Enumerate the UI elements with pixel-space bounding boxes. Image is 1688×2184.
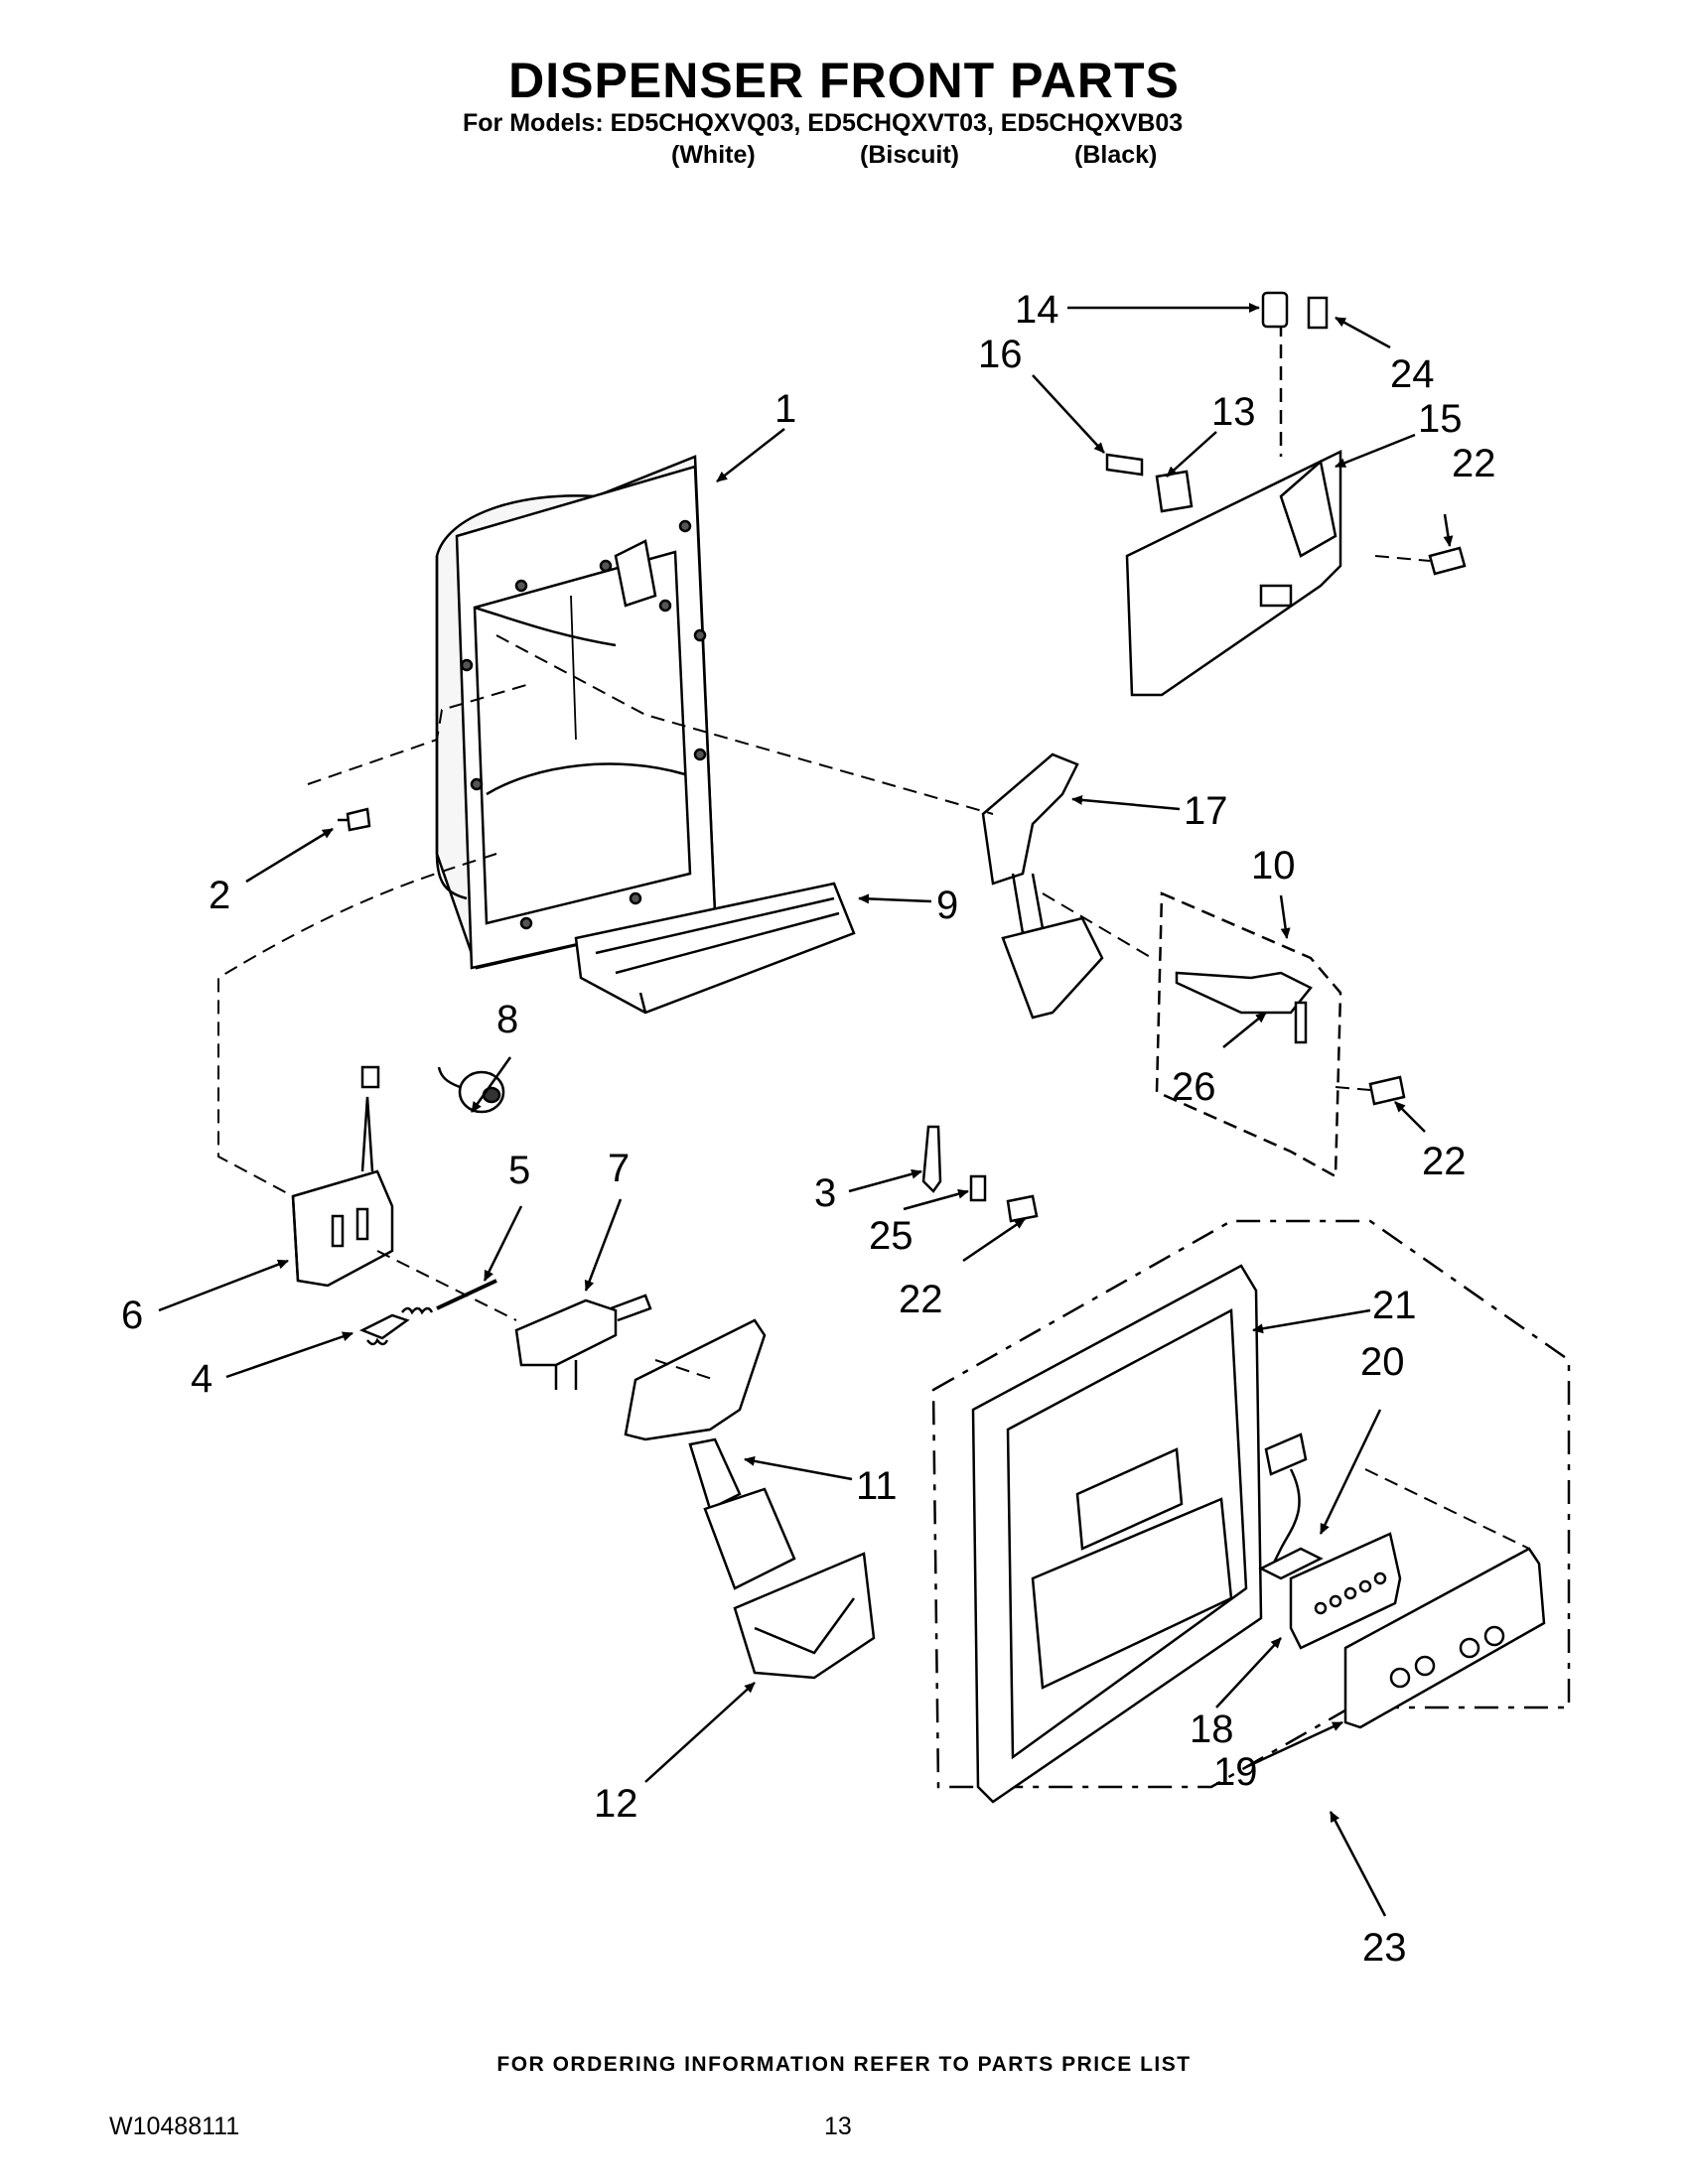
color-black: (Black): [1074, 141, 1158, 169]
part-12-funnel: [733, 1552, 876, 1680]
callout-20: 20: [1360, 1340, 1405, 1384]
part-10-switch-group: [1155, 891, 1342, 1179]
callout-22-right: 22: [1422, 1140, 1467, 1183]
callout-25: 25: [869, 1214, 914, 1258]
part-20-harness: [1258, 1433, 1324, 1580]
part-9-drip-tray: [574, 882, 856, 1015]
callout-24: 24: [1390, 352, 1435, 396]
part-6-module: [291, 1065, 394, 1288]
part-14-switch: [1261, 291, 1289, 329]
callout-18: 18: [1190, 1707, 1234, 1751]
part-22-screw-middle: [1006, 1194, 1039, 1223]
page-title: DISPENSER FRONT PARTS: [508, 53, 1180, 108]
callout-23: 23: [1362, 1926, 1407, 1970]
callout-2: 2: [209, 874, 230, 917]
color-white: (White): [671, 141, 756, 169]
part-18-board: [1289, 1532, 1402, 1650]
part-2-screw: [338, 807, 371, 832]
callout-15: 15: [1418, 397, 1463, 441]
callout-6: 6: [121, 1294, 143, 1337]
part-13-socket: [1155, 470, 1194, 513]
callout-1: 1: [774, 387, 796, 431]
callout-11: 11: [856, 1464, 898, 1508]
callout-7: 7: [608, 1147, 630, 1190]
callout-8: 8: [496, 998, 518, 1041]
callout-22-upper: 22: [1452, 442, 1496, 485]
part-8-ball: [437, 1066, 505, 1114]
models-line: For Models: ED5CHQXVQ03, ED5CHQXVT03, ED…: [463, 109, 1184, 137]
part-11-lever: [624, 1318, 796, 1590]
page-number: 13: [824, 2113, 852, 2140]
part-7-bracket: [514, 1294, 652, 1390]
callout-3: 3: [814, 1171, 836, 1215]
callout-14: 14: [1015, 288, 1059, 332]
part-3-clip: [921, 1125, 942, 1193]
callout-10: 10: [1251, 844, 1296, 887]
part-16-lamp: [1105, 453, 1144, 477]
callout-5: 5: [508, 1149, 530, 1192]
part-22-screw-right: [1368, 1075, 1406, 1106]
callout-17: 17: [1184, 789, 1228, 833]
callout-22-middle: 22: [899, 1278, 943, 1321]
callout-21: 21: [1372, 1284, 1417, 1327]
callout-16: 16: [978, 333, 1023, 376]
callout-4: 4: [191, 1357, 212, 1401]
callout-19: 19: [1213, 1750, 1258, 1794]
callout-26: 26: [1172, 1065, 1216, 1109]
part-22-screw-upper: [1428, 546, 1467, 576]
callout-13: 13: [1211, 390, 1256, 434]
part-21-panel: [971, 1264, 1263, 1804]
part-25-spacer: [969, 1174, 987, 1202]
document-number: W10488111: [109, 2113, 240, 2140]
part-1-housing: [435, 455, 717, 970]
callout-12: 12: [594, 1782, 638, 1826]
part-17-lever: [981, 752, 1104, 1020]
part-4-spring: [358, 1306, 434, 1346]
callout-9: 9: [936, 884, 958, 927]
part-15-housing: [1125, 323, 1342, 697]
ordering-note: FOR ORDERING INFORMATION REFER TO PARTS …: [496, 2053, 1192, 2076]
part-24-insulator: [1307, 296, 1329, 330]
color-biscuit: (Biscuit): [860, 141, 959, 169]
